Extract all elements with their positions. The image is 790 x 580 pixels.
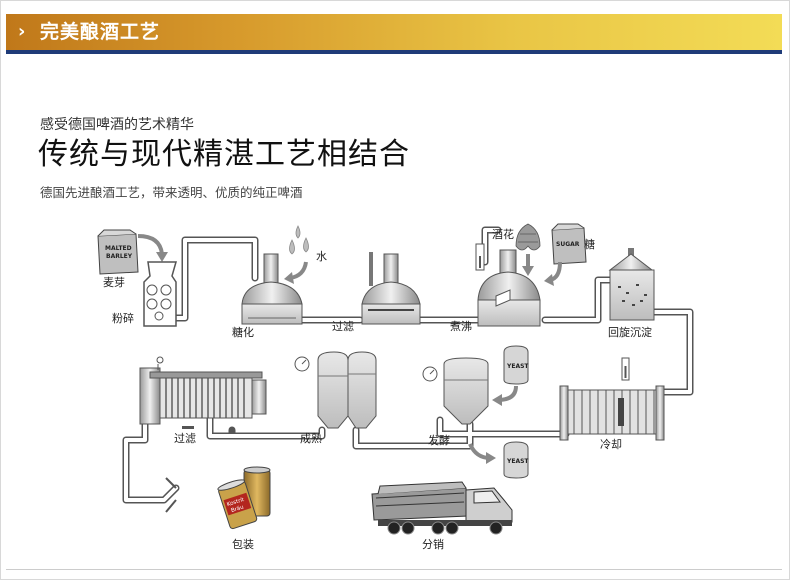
beer-can-icon: Kostrit Bräu [217, 466, 271, 530]
brew-kettle [475, 243, 541, 327]
section-title: 完美酿酒工艺 [40, 21, 161, 43]
step-label-boil: 煮沸 [450, 320, 472, 333]
malt-sack-label-2: BARLEY [106, 253, 133, 260]
water-drops-icon [289, 225, 309, 255]
step-label-cool: 冷却 [600, 438, 622, 451]
can-label-line-2: Bräu [230, 504, 244, 514]
step-label-package: 包装 [232, 538, 254, 551]
yeast-label-1: YEAST [506, 363, 529, 370]
intro-description: 德国先进酿酒工艺，带来透明、优质的纯正啤酒 [40, 185, 303, 200]
filter-press [139, 356, 267, 429]
hops-arrow-head [522, 266, 534, 276]
mash-tun [241, 253, 303, 325]
step-label-ferment: 发酵 [428, 433, 450, 447]
step-label-filter-1: 过滤 [332, 320, 354, 333]
hops-icon [515, 223, 541, 251]
pipe-network [122, 226, 694, 513]
step-label-mature: 成熟 [300, 431, 322, 445]
bottom-divider [6, 569, 782, 570]
yeast-label-2: YEAST [506, 458, 529, 465]
section-header: › 完美酿酒工艺 [6, 14, 782, 54]
delivery-truck-icon [371, 481, 513, 535]
intro-subtitle: 感受德国啤酒的艺术精华 [40, 117, 194, 133]
step-label-filter-2: 过滤 [174, 432, 196, 445]
malt-arrow-head [156, 252, 168, 262]
sugar-sack-label: SUGAR [556, 241, 580, 248]
maturation-tanks [294, 351, 377, 429]
yeast-container-2: YEAST [503, 441, 529, 479]
step-label-water: 水 [316, 250, 327, 263]
yeast-arrow-head-2 [486, 452, 496, 464]
chevron-right-icon: › [18, 21, 26, 42]
step-label-mash: 糖化 [232, 325, 254, 339]
step-label-distribute: 分销 [422, 537, 444, 551]
step-label-sugar: 糖 [584, 237, 595, 251]
sugar-arrow-head [544, 274, 554, 286]
can-label-line-1: Kostrit [226, 497, 245, 508]
malt-mill [143, 261, 177, 327]
fermentation-tank [422, 357, 489, 425]
step-label-hops: 酒花 [492, 228, 514, 241]
malt-sack-label-1: MALTED [105, 245, 132, 252]
step-label-whirlpool: 回旋沉淀 [608, 325, 652, 339]
yeast-container-1: YEAST [503, 345, 529, 385]
intro-title: 传统与现代精湛工艺相结合 [38, 137, 410, 172]
whirlpool-tank [608, 248, 655, 321]
step-label-malt: 麦芽 [103, 275, 125, 289]
sugar-sack: SUGAR [551, 223, 587, 265]
plate-cooler [559, 385, 665, 441]
malt-sack: MALTED BARLEY [97, 229, 139, 275]
water-arrow-head [284, 272, 294, 284]
malt-arrow [137, 234, 164, 255]
lauter-tun [361, 252, 421, 325]
step-label-crush: 粉碎 [112, 311, 134, 325]
yeast-arrow-head-1 [492, 394, 502, 406]
thermometer-icon [621, 357, 630, 381]
